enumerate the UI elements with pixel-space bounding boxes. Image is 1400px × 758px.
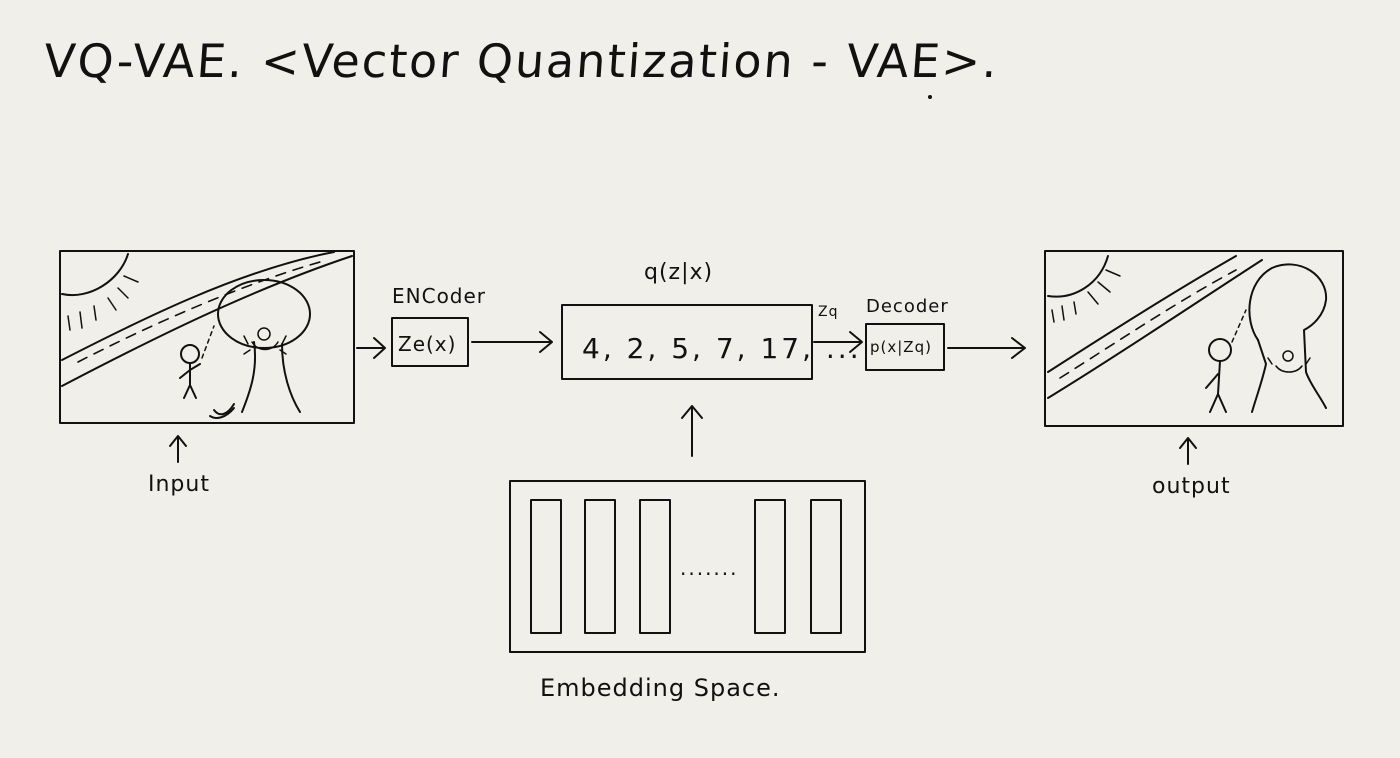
posterior-label: q(z|x): [644, 260, 714, 285]
input-frame: [59, 250, 355, 424]
embedding-vector: [810, 499, 842, 634]
quantized-label: Zq: [818, 304, 839, 320]
decoder-box: [865, 323, 945, 371]
arrow-icon: [1179, 437, 1197, 465]
sun-icon: [1047, 255, 1109, 298]
output-image: [1044, 250, 1344, 427]
arrow-icon: [471, 331, 553, 353]
embedding-vector: [584, 499, 616, 634]
crab-icon: [243, 327, 287, 355]
embedding-box: [509, 480, 866, 653]
output-label: output: [1152, 474, 1231, 499]
posterior-values: 4, 2, 5, 7, 17, ...: [582, 332, 862, 365]
arrow-icon: [681, 405, 703, 457]
output-frame: [1044, 250, 1344, 427]
embedding-vector: [639, 499, 671, 634]
input-image: [59, 250, 355, 424]
page-title: VQ-VAE. <Vector Quantization - VAE>.: [42, 34, 1001, 88]
road-icon: [61, 251, 335, 361]
stick-figure-icon: [179, 325, 215, 399]
embedding-vector: [530, 499, 562, 634]
embedding-label: Embedding Space.: [540, 674, 781, 702]
sun-icon: [61, 253, 129, 297]
decoder-label: Decoder: [866, 296, 949, 317]
encoder-box: [391, 317, 469, 367]
arrow-icon: [356, 337, 386, 359]
arrow-icon: [169, 435, 187, 463]
stick-figure-icon: [1205, 309, 1247, 413]
decoder-function: p(x|Zq): [870, 338, 932, 356]
encoder-label: ENCoder: [392, 284, 487, 308]
input-label: Input: [148, 472, 210, 497]
embedding-vector: [754, 499, 786, 634]
encoder-function: Ze(x): [398, 332, 457, 356]
crab-icon: [1267, 350, 1311, 373]
road-icon: [1047, 255, 1237, 373]
posterior-box: [561, 304, 813, 380]
tree-icon: [1248, 263, 1328, 413]
arrow-icon: [947, 337, 1026, 359]
arrow-icon: [813, 331, 863, 353]
embedding-ellipsis: .......: [680, 556, 739, 580]
